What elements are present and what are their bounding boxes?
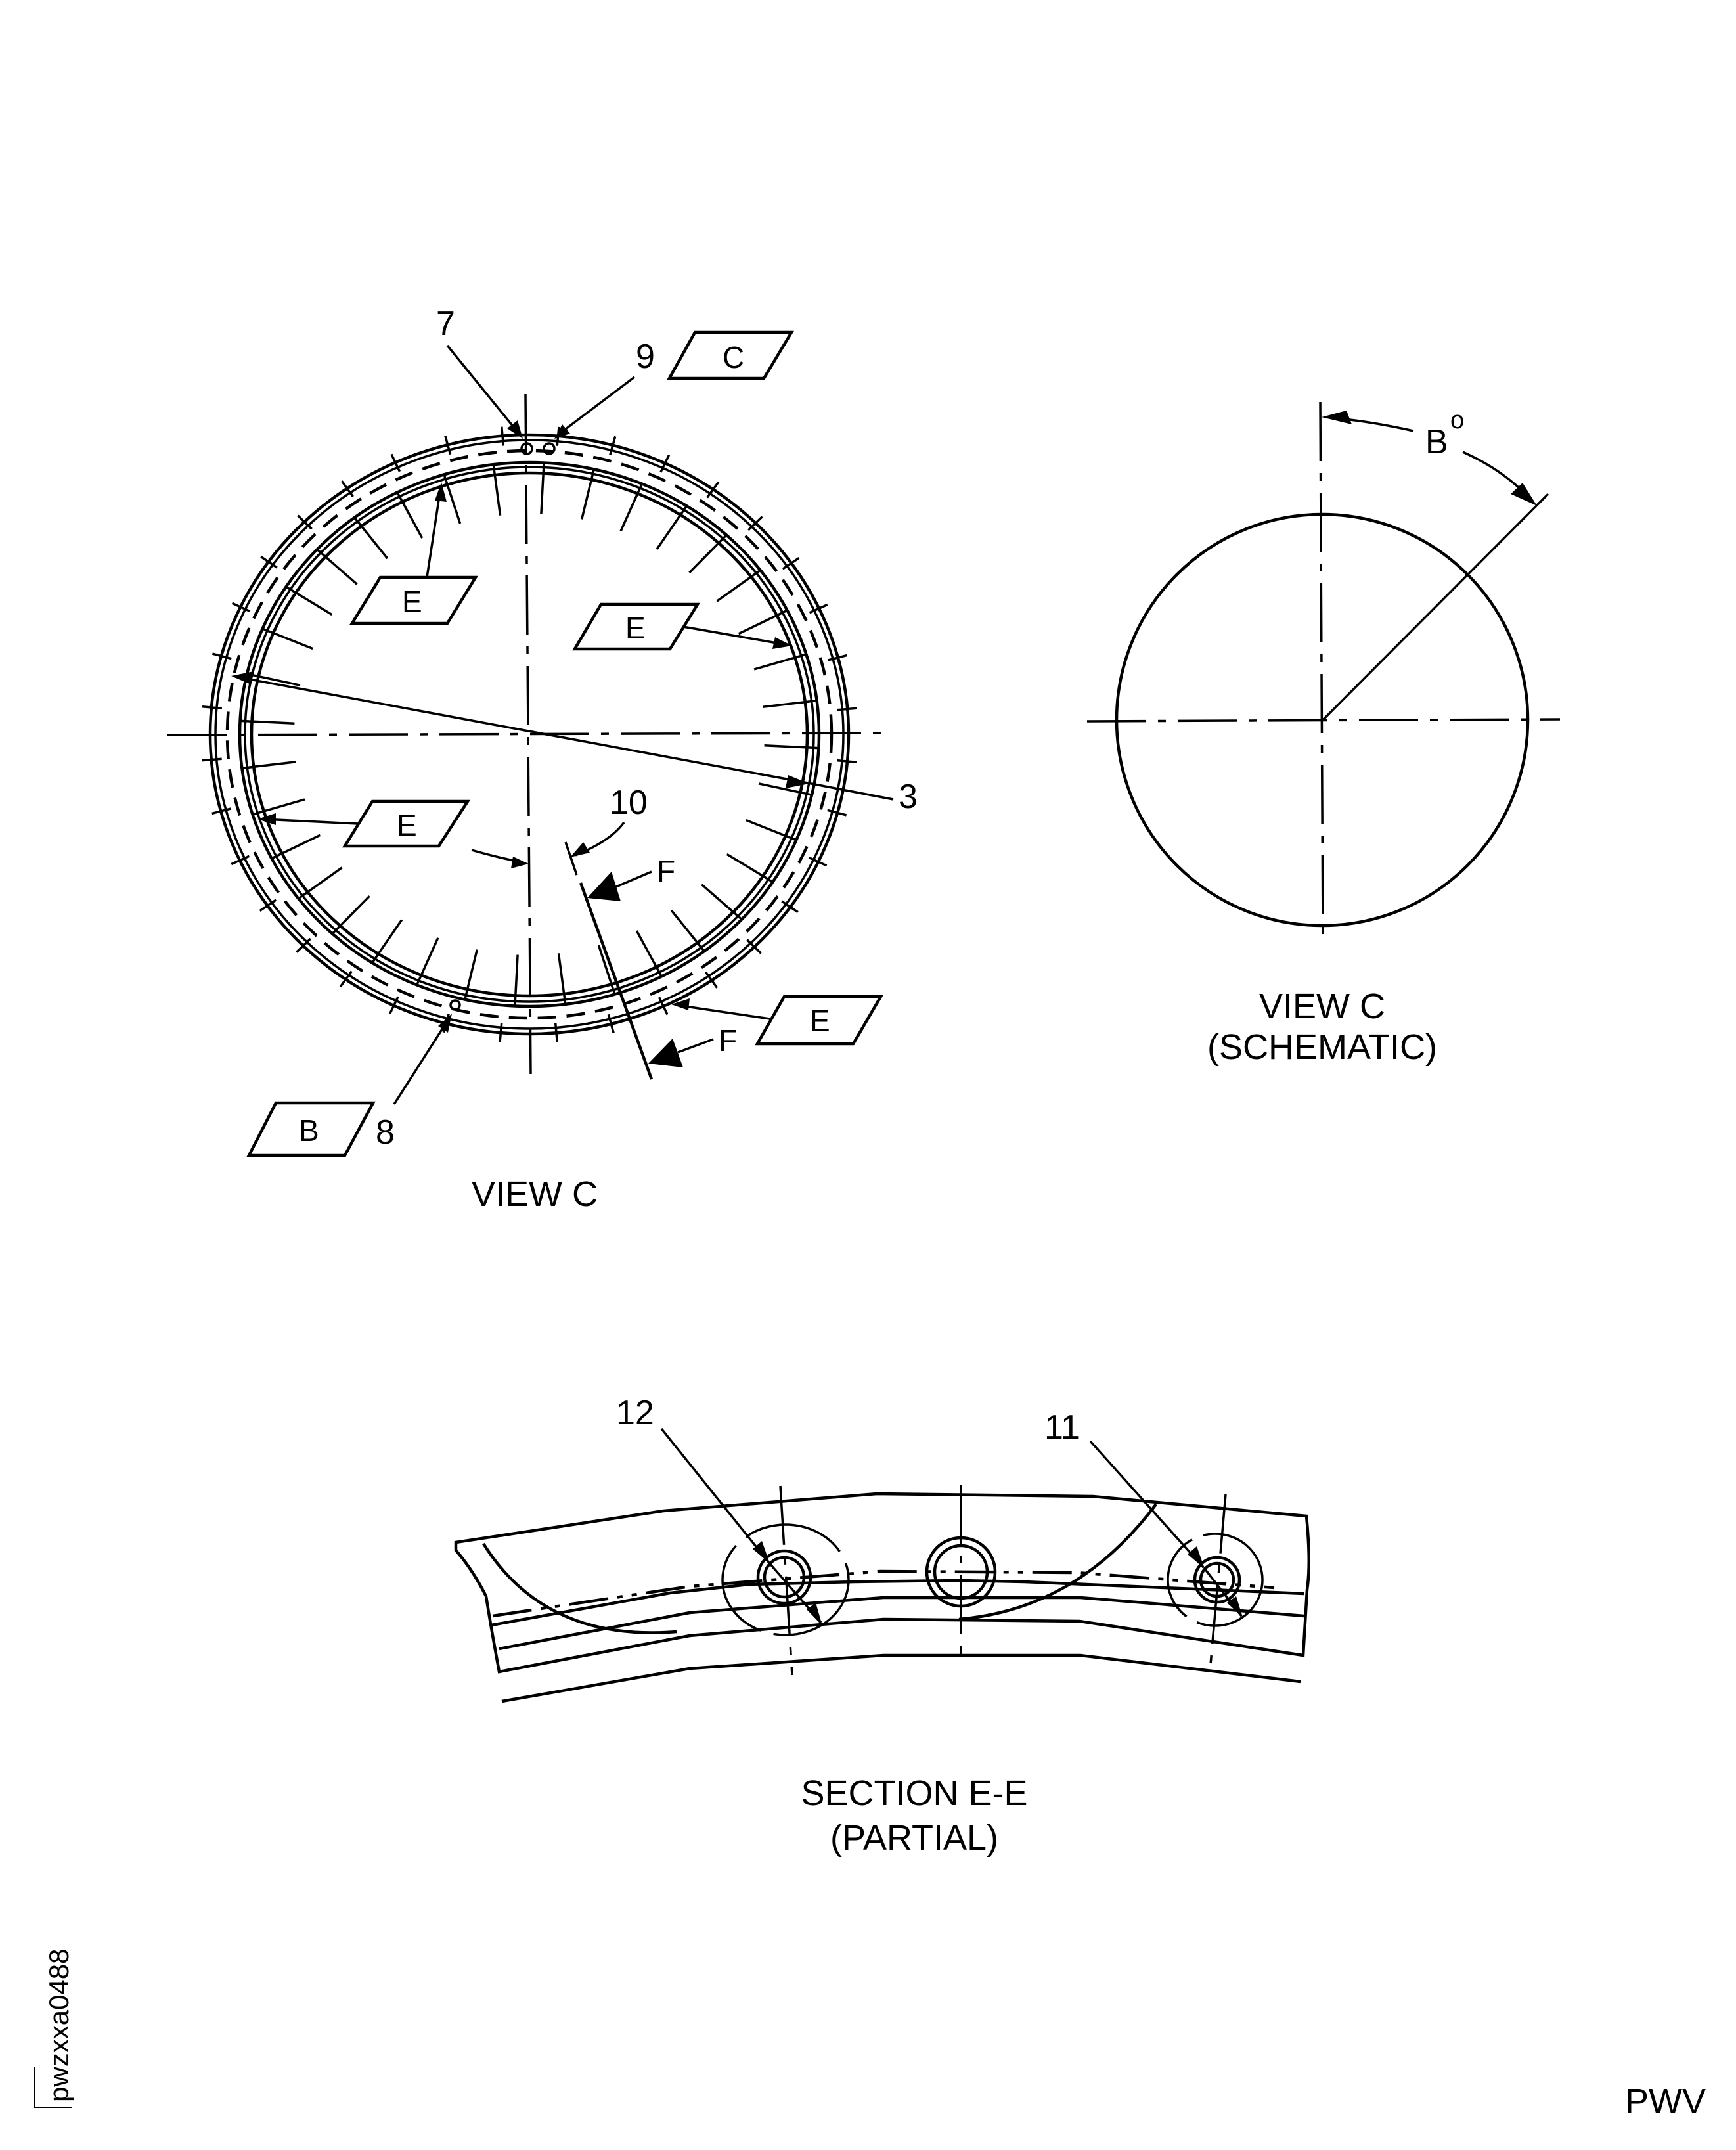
callout-7: 7 [436,305,455,343]
section-label-f-lower: F [719,1023,737,1058]
section-curve-left [482,1542,677,1634]
drawing-id: pwzxxa0488 [43,1949,74,2102]
section-arrow-f-upper-shaft [615,870,652,888]
item-3-arrow-left-icon [231,671,254,684]
angle-reference-arrow-head-icon [511,857,529,868]
section-line-f [579,882,654,1080]
item-10-split-line-upper [564,841,578,876]
hole-item-7 [520,442,533,455]
item-3-leader [807,782,894,801]
section-flange-line-2 [499,1596,1304,1651]
section-flange-line-3 [501,1653,1301,1703]
item-9-leader [558,376,636,435]
item-12-arrow-icon [753,1541,770,1563]
item-7-arrow-icon [507,420,523,439]
section-flange-line-1 [491,1579,1304,1627]
item-11-arrow-icon [1188,1546,1205,1569]
svg-text:E: E [397,808,417,842]
item-7-leader [446,344,520,435]
item-11-arrow-2-icon [1227,1596,1243,1617]
item-12-leader [660,1427,770,1563]
section-hole-item-12 [721,1485,850,1676]
radial-tick-marks [202,426,857,1042]
callout-11: 11 [1044,1408,1080,1446]
svg-text:B: B [299,1113,319,1148]
item-8-leader [393,1021,448,1105]
item-12-arrow-2-icon [807,1603,822,1626]
hole-item-9 [543,442,556,455]
section-body-outline [454,1492,1311,1674]
section-e-e: 12 11 SECTION E-E (PARTIAL) [454,1394,1311,1858]
view-c: 3 7 9 C E E [167,305,918,1214]
datum-box-e-upper-right: E [572,602,792,651]
callout-10: 10 [610,784,648,822]
vertical-centerline [524,393,532,1075]
item-8-arrow-icon [438,1014,452,1033]
svg-text:E: E [402,585,422,619]
callout-3: 3 [899,778,918,816]
callout-9: 9 [636,338,655,376]
datum-box-c: C [667,330,794,380]
angle-degree-symbol: o [1450,407,1464,434]
hole-item-8 [449,999,461,1011]
callout-12: 12 [616,1394,654,1432]
datum-box-e-lower-right: E [671,995,883,1046]
section-caption-line1: SECTION E-E [801,1774,1027,1813]
datum-box-b: B [246,1101,376,1157]
svg-text:E: E [810,1004,830,1038]
angle-label: B [1425,423,1448,461]
callout-8: 8 [376,1113,395,1152]
drawing-id-block: pwzxxa0488 [34,1949,74,2108]
corner-code: PWV [1625,2082,1706,2121]
schematic-caption-line2: (SCHEMATIC) [1207,1027,1437,1067]
schematic-radial-line [1321,493,1549,722]
item-11-leader [1089,1440,1205,1569]
horizontal-centerline [167,732,889,736]
datum-box-e-upper-left: E [349,482,479,625]
section-arrow-f-upper-icon [587,872,621,901]
section-curve-right [958,1503,1157,1621]
svg-text:C: C [723,340,744,374]
schematic-vertical-centerline [1319,401,1324,941]
item-9-arrow-icon [554,424,570,439]
svg-text:E: E [625,611,646,645]
section-arrow-f-lower-icon [648,1039,683,1067]
item-3-arrow-right-icon [786,775,809,788]
section-hole-center [925,1485,997,1661]
item-10-arrow-icon [570,842,590,857]
angle-arc-left-arrow-icon [1322,411,1352,424]
view-c-caption: VIEW C [472,1175,598,1214]
view-c-schematic: B o VIEW C (SCHEMATIC) [1086,401,1561,1067]
angle-arc-right-arrow-icon [1511,483,1537,506]
schematic-caption-line1: VIEW C [1259,987,1385,1026]
section-hole-item-11 [1167,1494,1264,1672]
item-3-diameter-line [234,675,809,784]
section-label-f-upper: F [657,854,675,888]
section-caption-line2: (PARTIAL) [830,1818,998,1858]
datum-box-e-lower-left: E [257,799,471,848]
section-arrow-f-lower-shaft [677,1038,714,1054]
section-bolt-circle-line [492,1569,1275,1618]
